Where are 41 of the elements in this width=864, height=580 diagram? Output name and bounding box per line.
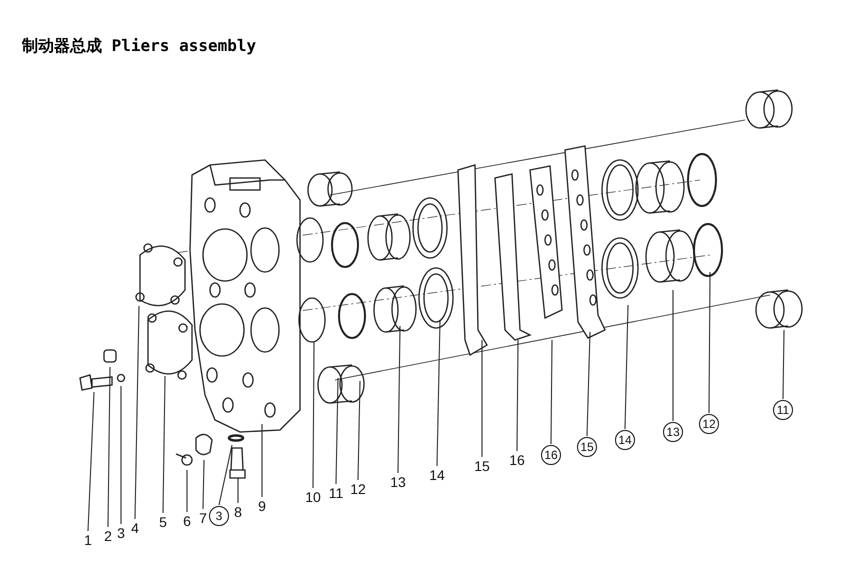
callout-number: 12	[699, 414, 719, 434]
leader-line	[312, 342, 314, 488]
leader-line	[550, 340, 552, 444]
callout-number: 5	[154, 514, 172, 530]
leader-line	[624, 304, 628, 430]
callout-number: 11	[327, 485, 345, 501]
leader-line	[202, 460, 204, 510]
leader-line	[134, 306, 140, 520]
leader-line	[162, 376, 166, 514]
leader-line	[672, 290, 674, 422]
leader-line	[336, 378, 338, 484]
leader-line	[358, 380, 360, 480]
callout-number: 9	[253, 498, 271, 514]
callout-number: 6	[178, 513, 196, 529]
callout-number: 13	[389, 474, 407, 490]
callout-number: 14	[615, 430, 635, 450]
callout-number: 16	[508, 452, 526, 468]
callout-number: 12	[349, 481, 367, 497]
callout-number: 10	[304, 489, 322, 505]
callout-number: 1	[79, 532, 97, 548]
leader-line	[88, 392, 94, 532]
callout-number: 3	[209, 506, 229, 526]
callout-number: 16	[541, 445, 561, 465]
leader-line	[218, 444, 232, 506]
callout-number: 15	[577, 437, 597, 457]
callout-number: 15	[473, 458, 491, 474]
callout-number: 13	[663, 422, 683, 442]
leader-line	[516, 340, 518, 452]
leader-line	[108, 366, 110, 528]
leader-line	[120, 386, 122, 524]
callout-number: 14	[428, 467, 446, 483]
leader-line	[586, 332, 590, 436]
leader-line	[398, 326, 400, 474]
callout-number: 8	[229, 504, 247, 520]
leader-line	[708, 272, 710, 414]
leader-line	[436, 320, 440, 466]
leader-line	[782, 330, 784, 400]
callout-number: 11	[773, 400, 793, 420]
callout-number: 7	[194, 510, 212, 526]
diagram-title: 制动器总成 Pliers assembly	[22, 36, 256, 57]
leader-line	[186, 470, 188, 512]
